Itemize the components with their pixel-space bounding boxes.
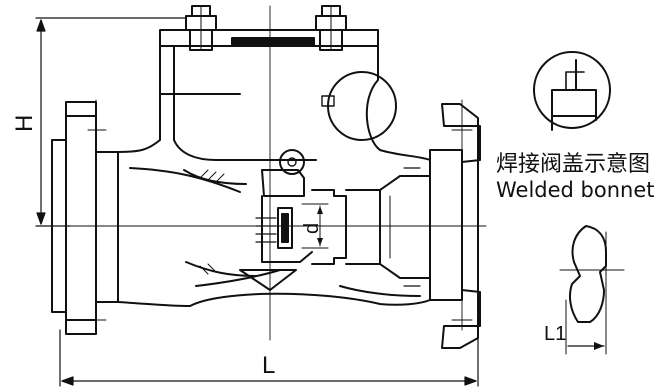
dimension-h <box>35 17 187 227</box>
welded-bonnet-detail <box>533 51 611 131</box>
end-detail <box>559 225 625 355</box>
dimension-h-label: H <box>11 115 38 132</box>
outlet-sleeve <box>379 167 431 287</box>
disc-assembly <box>239 149 381 291</box>
valve-body <box>117 29 431 307</box>
right-flange <box>429 103 481 349</box>
dimension-d-label: d <box>301 223 323 234</box>
dimension-l-label: L <box>262 352 275 379</box>
detail-callout-circle <box>321 71 397 141</box>
detail-caption-chinese: 焊接阀盖示意图 <box>496 152 651 177</box>
centerlines <box>57 5 487 341</box>
detail-caption-english: Welded bonnet <box>496 178 655 202</box>
dimension-l1-label: L1 <box>544 323 566 345</box>
dimension-l <box>59 329 479 387</box>
left-flange <box>51 101 119 335</box>
bonnet-studs <box>185 5 347 51</box>
